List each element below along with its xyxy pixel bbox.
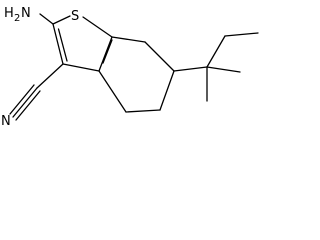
bond-c2-c3-double — [57, 28, 68, 62]
bond-c6-quaternary-c — [173, 66, 208, 72]
bond-ethyl-methyl — [224, 32, 259, 37]
bond-amine-c2 — [39, 13, 54, 25]
bond-c3-c3a — [62, 63, 100, 72]
bond-nitrile-triple-left — [9, 84, 35, 115]
bond-quaternary-methyl-right — [206, 66, 241, 73]
sulfur-label-mask — [68, 6, 85, 25]
bond-nitrile-triple-center — [12, 87, 38, 118]
bond-c7a-c7 — [111, 36, 146, 43]
bond-c4-c3a — [98, 70, 127, 113]
amine-h-label: H — [4, 6, 14, 21]
amine-subscript-label: 2 — [14, 13, 20, 24]
sulfur-label: S — [71, 9, 79, 24]
chemical-structure-figure: H 2 N S N — [0, 0, 269, 129]
bond-c3a-c7a-double — [102, 39, 113, 64]
bond-c2-c3 — [52, 23, 64, 65]
bond-nitrile-triple-right — [15, 90, 41, 121]
bond-c7-c6 — [144, 41, 175, 72]
bond-c3-nitrile-c — [36, 63, 64, 89]
bond-c6-c5 — [159, 70, 175, 111]
nitrile-n-label: N — [1, 114, 11, 129]
bond-s1-c7a — [82, 16, 113, 38]
bond-c5-c4 — [125, 109, 161, 113]
amine-n-label: N — [21, 6, 31, 21]
bond-quaternary-ethyl — [206, 35, 226, 68]
amine-label-mask — [2, 3, 44, 22]
molecule-diagram: H 2 N S N — [0, 3, 259, 129]
nitrile-label-mask — [0, 111, 14, 129]
bond-c2-s1 — [52, 15, 71, 25]
bond-c3a-c7a — [98, 36, 113, 72]
